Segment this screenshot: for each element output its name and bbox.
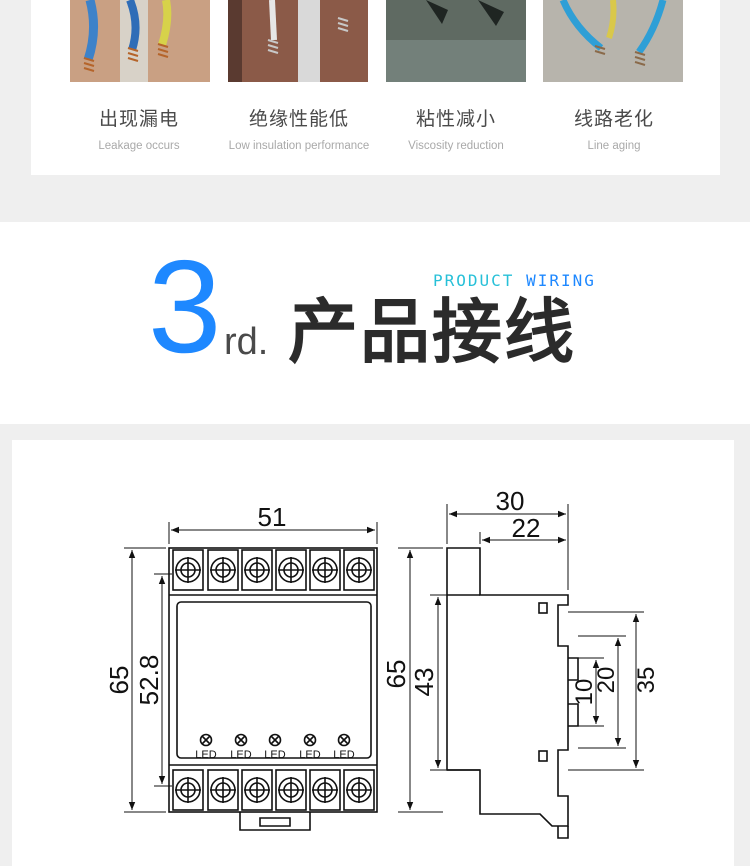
dim-side-inner-height: 43 <box>409 668 439 697</box>
photo-viscosity <box>386 0 526 82</box>
subtitle-word-wiring: WIRING <box>526 271 596 290</box>
dim-side-height: 65 <box>381 660 411 689</box>
led-label: LED <box>195 749 216 761</box>
wiring-diagram-card: LED LED LED LED LED 51 65 52.8 <box>12 440 734 866</box>
dim-rail-10: 10 <box>571 679 598 706</box>
photo-low-insulation <box>228 0 368 82</box>
issues-card: 出现漏电 Leakage occurs 绝缘性能低 Low insulation… <box>31 0 720 175</box>
front-dimensions <box>124 522 378 813</box>
issue-caption-3: 粘性减小 Viscosity reduction <box>371 106 541 154</box>
section-subtitle: PRODUCT WIRING <box>433 271 596 291</box>
dim-front-inner-height: 52.8 <box>134 655 164 706</box>
issue-caption-1: 出现漏电 Leakage occurs <box>54 106 224 154</box>
dim-front-height: 65 <box>104 666 134 695</box>
subtitle-word-product: PRODUCT <box>433 271 515 290</box>
top-terminals <box>172 549 375 591</box>
led-label: LED <box>264 749 285 761</box>
issue-caption-4: 线路老化 Line aging <box>529 106 699 154</box>
section-number: 3 <box>148 233 222 380</box>
issue-subtitle: Viscosity reduction <box>408 140 504 152</box>
issue-caption-2: 绝缘性能低 Low insulation performance <box>214 106 384 154</box>
issue-title: 粘性减小 <box>415 108 496 130</box>
led-label: LED <box>333 749 354 761</box>
bottom-terminals <box>172 769 375 811</box>
section-number-suffix: rd. <box>224 321 269 363</box>
led-label: LED <box>230 749 251 761</box>
dim-side-depth: 30 <box>496 486 525 516</box>
front-view <box>168 547 378 831</box>
issue-title: 绝缘性能低 <box>248 108 349 130</box>
dim-rail-35: 35 <box>633 667 660 694</box>
issue-title: 出现漏电 <box>98 108 179 130</box>
side-view <box>446 547 579 839</box>
dim-rail-20: 20 <box>593 667 620 694</box>
dim-front-width: 51 <box>258 502 287 532</box>
issue-title: 线路老化 <box>573 108 654 130</box>
section-header-band <box>0 222 750 424</box>
led-label: LED <box>299 749 320 761</box>
section-title: 产品接线 <box>288 291 576 373</box>
issue-subtitle: Line aging <box>587 140 641 152</box>
photo-leakage <box>70 0 210 82</box>
issue-subtitle: Leakage occurs <box>98 140 180 152</box>
dim-side-inner-depth: 22 <box>512 513 541 543</box>
side-dimensions <box>398 504 644 813</box>
dimension-drawing: LED LED LED LED LED 51 65 52.8 <box>104 486 660 839</box>
photo-line-aging <box>543 0 683 82</box>
issue-subtitle: Low insulation performance <box>228 140 370 152</box>
led-indicators: LED LED LED LED LED <box>195 733 355 761</box>
